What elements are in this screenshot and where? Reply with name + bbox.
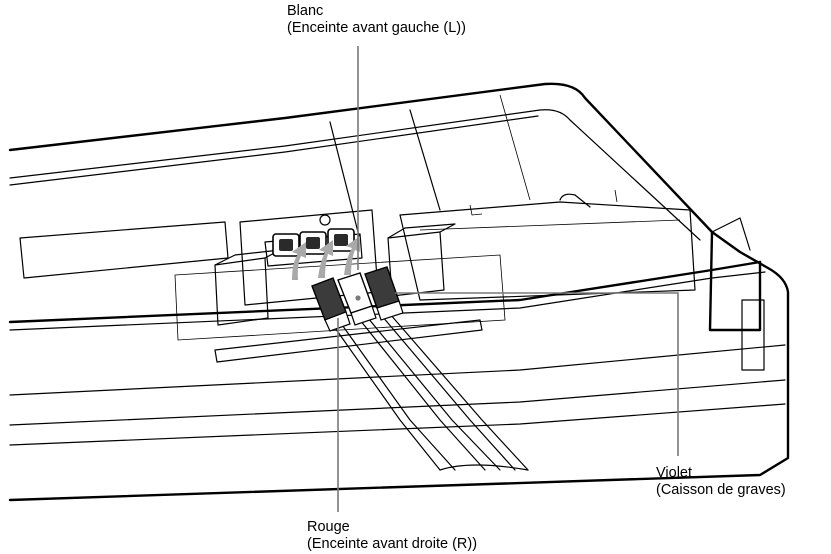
side-slot <box>741 299 765 371</box>
label-violet-color: Violet <box>656 465 693 481</box>
arrow-left-plug <box>318 240 333 278</box>
unit-housing <box>8 82 790 502</box>
label-white-desc: (Enceinte avant gauche (L)) <box>287 20 466 36</box>
label-red-desc: (Enceinte avant droite (R)) <box>307 536 478 552</box>
leader-violet <box>395 292 679 456</box>
speaker-cables <box>332 313 529 471</box>
plug-white <box>337 272 377 326</box>
jack-front-right <box>272 233 300 257</box>
plugs <box>311 266 404 332</box>
label-violet-desc: (Caisson de graves) <box>656 482 786 498</box>
label-white-front-left: Blanc (Enceinte avant gauche (L)) <box>287 3 466 37</box>
jack-front-left <box>299 231 327 255</box>
label-white-color: Blanc <box>287 3 324 19</box>
leader-lines <box>337 46 679 512</box>
insertion-arrows <box>292 236 360 280</box>
label-violet-subwoofer: Violet (Caisson de graves) <box>656 465 786 499</box>
arrow-sub-plug <box>344 236 360 275</box>
speaker-jacks <box>272 228 355 257</box>
label-red-color: Rouge <box>307 519 350 535</box>
label-red-front-right: Rouge (Enceinte avant droite (R)) <box>307 519 477 553</box>
plug-violet <box>364 266 404 321</box>
arrow-right-plug <box>292 242 306 280</box>
